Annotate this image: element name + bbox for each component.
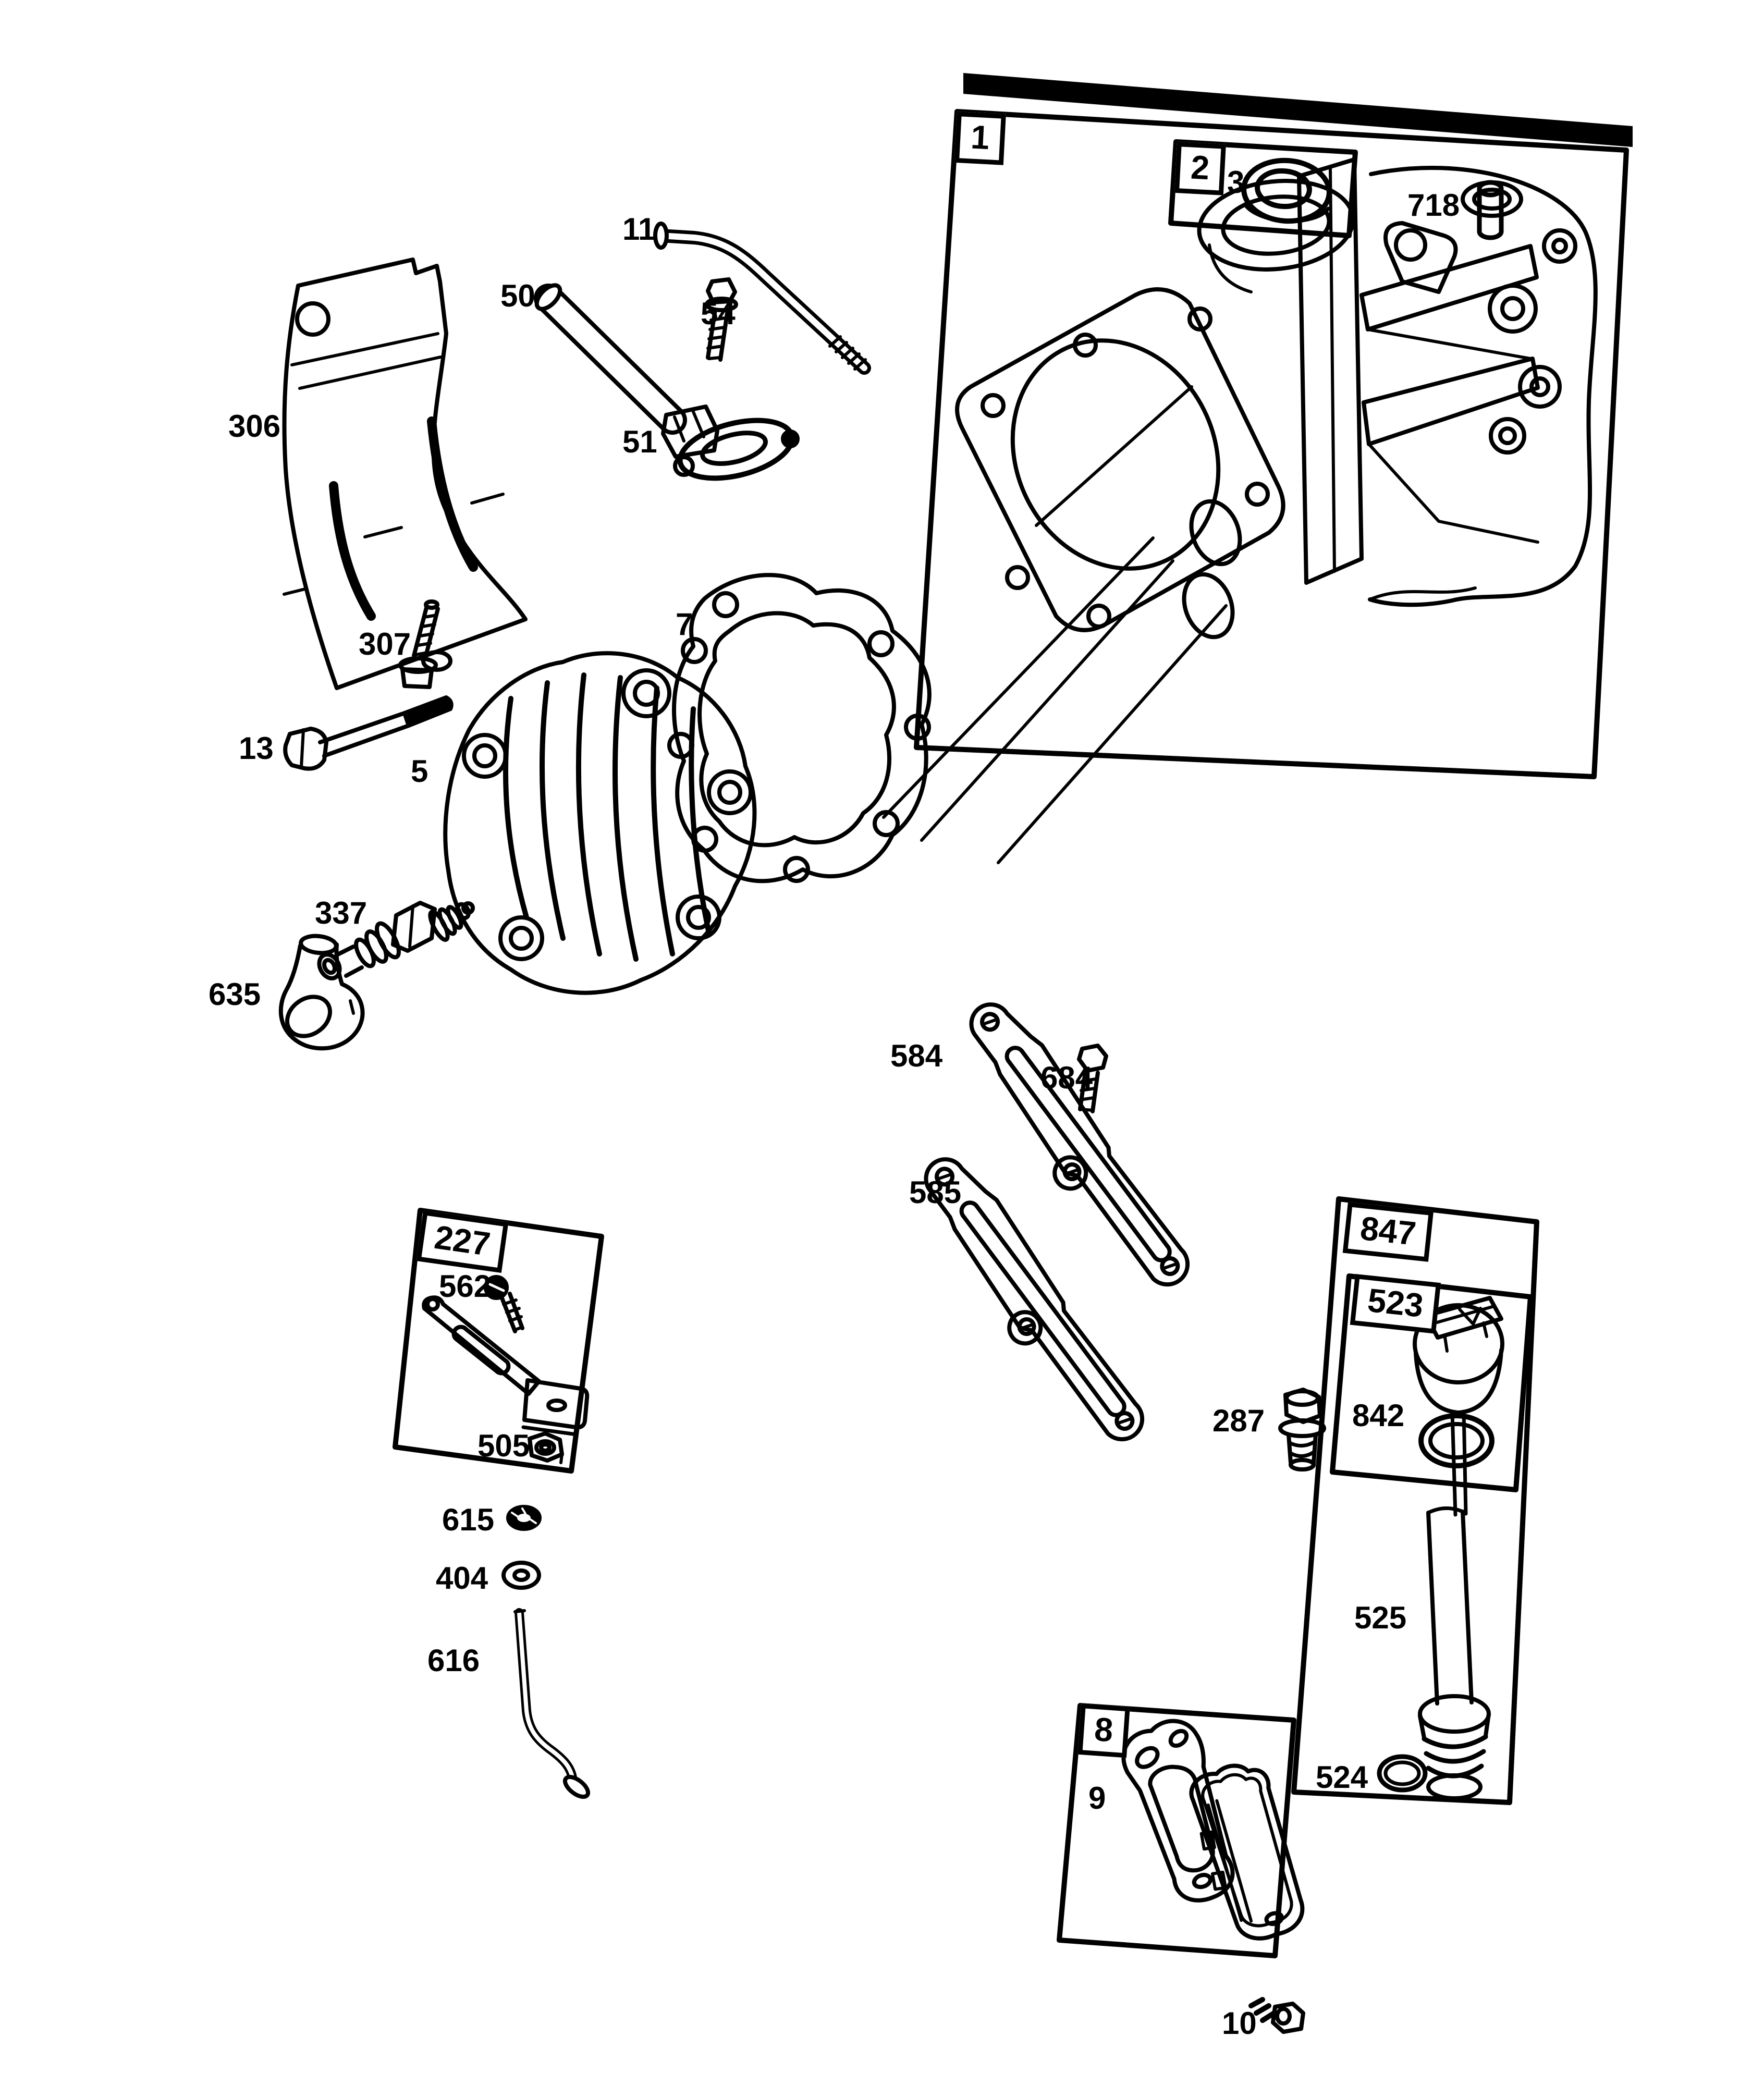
cylinder-head-gasket-drawing <box>667 573 932 884</box>
flat-washer-drawing <box>501 1561 541 1590</box>
callout-cylinder-head: 5 <box>411 754 428 789</box>
callout-cylinder-shield: 306 <box>228 409 281 444</box>
shield-screw-drawing <box>398 599 440 689</box>
callout-cylinder-head-bolt: 13 <box>239 731 274 766</box>
callout-oil-drain-plug: 287 <box>1212 1403 1265 1438</box>
lock-washer-drawing <box>506 1505 542 1531</box>
callout-seal-kit-box: 2 <box>1174 142 1226 195</box>
spark-plug-boot-drawing <box>278 934 365 1051</box>
gasket-screw-drawing <box>1077 1044 1108 1113</box>
callout-tube-screw: 54 <box>701 296 736 331</box>
dipstick-cap-kit-box-outline <box>1330 1273 1533 1492</box>
oil-drain-plug-drawing <box>1278 1388 1326 1471</box>
governor-lever-drawing <box>422 1295 590 1437</box>
callout-shield-screw: 307 <box>359 627 411 661</box>
callout-lock-washer: 615 <box>442 1502 495 1537</box>
head-bolt-drawing <box>283 695 454 771</box>
callout-lever-nut: 505 <box>477 1428 530 1463</box>
callout-spark-plug: 337 <box>315 896 368 930</box>
callout-gasket-screw: 684 <box>1040 1060 1093 1095</box>
callout-intake-gasket-upper: 584 <box>890 1038 943 1073</box>
top-border-bar <box>963 73 1633 147</box>
lever-nut-drawing <box>528 1431 564 1464</box>
callout-cap-seal-ring: 842 <box>1352 1398 1405 1433</box>
dipstick-tube-drawing <box>1418 1506 1491 1800</box>
callout-oil-fill-tube: 50 <box>500 278 535 313</box>
callout-dipstick-tube: 525 <box>1354 1600 1407 1635</box>
tube-seal-ring-drawing <box>1377 1754 1428 1793</box>
callout-cylinder-assembly-box: 1 <box>954 112 1006 165</box>
callout-flat-washer: 404 <box>436 1561 488 1596</box>
callout-dowel-pin: 718 <box>1407 188 1460 223</box>
muffler-guard-kit-box-outline <box>1057 1703 1296 1958</box>
cap-seal-ring-drawing <box>1418 1413 1494 1468</box>
callout-exhaust-gasket: 9 <box>1088 1781 1106 1816</box>
callout-dipstick-cap-kit-box: 523 <box>1350 1274 1441 1334</box>
governor-lever-kit-box-outline <box>393 1208 604 1474</box>
callout-governor-lever-kit-box: 227 <box>416 1210 509 1273</box>
cylinder-block-drawing <box>882 157 1598 864</box>
callout-cylinder-head-gasket: 7 <box>676 607 693 642</box>
cylinder-head-drawing <box>443 651 757 995</box>
callout-tube-seal-ring: 524 <box>1316 1760 1368 1795</box>
dipstick-kit-box-outline <box>1291 1196 1539 1805</box>
seal-kit-box-outline <box>1168 139 1358 238</box>
callout-oil-seal: 3 <box>1227 165 1245 200</box>
callout-lever-screw: 562 <box>439 1269 492 1304</box>
callout-governor-link: 616 <box>427 1643 480 1678</box>
dowel-pin-drawing <box>1477 180 1504 240</box>
oil-seal-drawing <box>1241 157 1332 224</box>
muffler-guard-drawing <box>1189 1763 1305 1941</box>
cylinder-shield-drawing <box>282 257 528 690</box>
callout-dipstick-kit-box: 847 <box>1342 1202 1434 1262</box>
assembly-box-1-outline <box>914 109 1629 779</box>
guard-screw-drawing <box>1248 1997 1305 2034</box>
tube-screw-drawing <box>705 277 738 362</box>
lever-screw-drawing <box>484 1275 524 1333</box>
governor-link-drawing <box>513 1608 590 1799</box>
callout-breather-tube: 11 <box>622 212 656 247</box>
callout-guard-screw: 10 <box>1222 2006 1257 2041</box>
callout-intake-gasket-lower: 585 <box>909 1175 962 1210</box>
tube-gasket-drawing <box>673 418 800 481</box>
callout-muffler-guard-kit-box: 8 <box>1077 1703 1130 1758</box>
oil-fill-tube-drawing <box>534 283 719 459</box>
callout-tube-gasket: 51 <box>622 424 657 459</box>
callout-spark-plug-boot: 635 <box>209 977 261 1012</box>
breather-tube-drawing <box>653 222 871 375</box>
